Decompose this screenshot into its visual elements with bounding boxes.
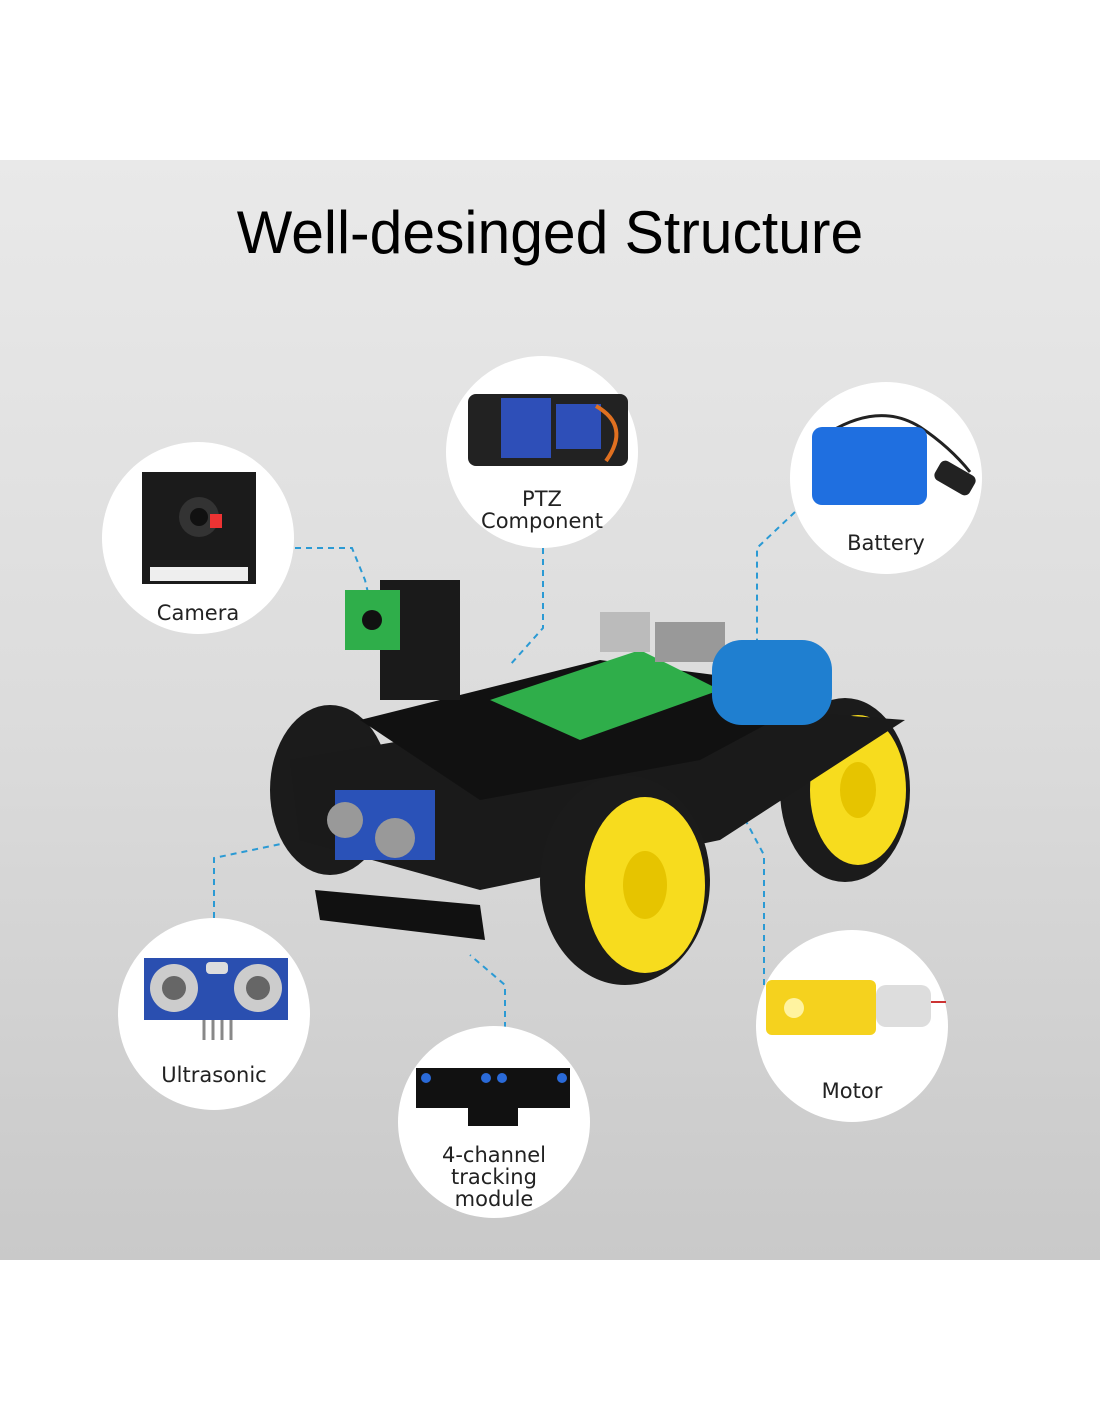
battery-icon: [812, 414, 976, 505]
label-ultrasonic: Ultrasonic: [161, 1063, 267, 1087]
label-battery: Battery: [847, 531, 925, 555]
leader-battery: [756, 511, 796, 655]
leader-tracking: [469, 954, 506, 1028]
controller-board: [490, 650, 720, 740]
gear-motor-icon: [766, 980, 946, 1035]
label-motor: Motor: [821, 1079, 883, 1103]
tracking-bar: [315, 890, 485, 940]
label-ptz-line2: Component: [481, 509, 603, 533]
servo-ptz-icon: [468, 394, 628, 466]
usb-port: [600, 612, 650, 652]
ultrasonic-sensor-icon: [144, 958, 288, 1040]
label-camera: Camera: [156, 601, 240, 625]
component-motor: Motor: [756, 930, 948, 1122]
component-camera: Camera: [102, 442, 294, 634]
label-tracking-line2: tracking: [451, 1165, 537, 1189]
label-tracking-line3: module: [454, 1187, 534, 1211]
component-tracking-module: 4-channel tracking module: [398, 1026, 590, 1218]
page-title: Well-desinged Structure: [236, 199, 864, 266]
label-tracking-line1: 4-channel: [441, 1143, 547, 1167]
battery-pack: [712, 640, 832, 725]
ethernet-port: [655, 622, 725, 662]
component-ptz: PTZ Component: [446, 356, 638, 548]
component-battery: Battery: [790, 382, 982, 574]
leader-ptz: [509, 548, 544, 666]
camera-module-icon: [142, 472, 256, 584]
robot-car: [270, 580, 910, 985]
tracking-module-icon: [416, 1068, 570, 1126]
component-ultrasonic: Ultrasonic: [118, 918, 310, 1110]
label-ptz-line1: PTZ: [522, 487, 562, 511]
